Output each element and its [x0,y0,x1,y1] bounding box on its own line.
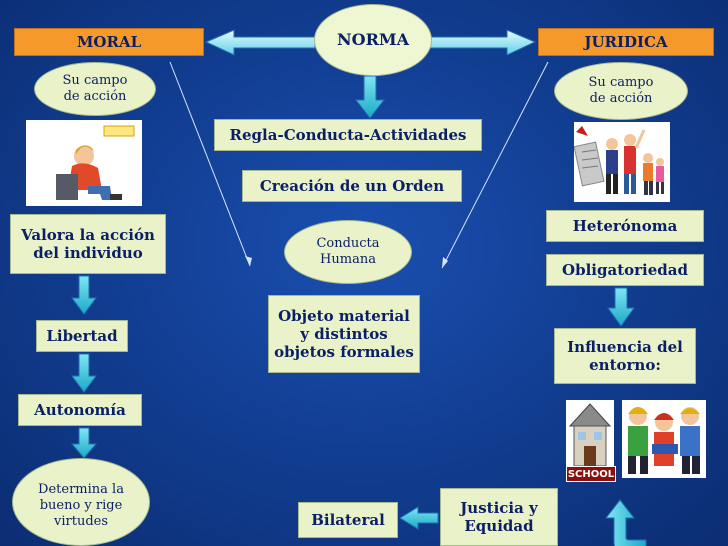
autonomy-box: Autonomía [18,394,142,426]
arrow-norma-down [354,75,386,119]
juridica-scope-oval: Su campo de acción [554,62,688,120]
values-action-box: Valora la acción del individuo [10,214,166,274]
juridica-header: JURIDICA [538,28,714,56]
school-building-image [566,400,614,478]
sad-person-image [26,120,142,206]
virtues-oval: Determina la bueno y rige virtudes [12,458,150,546]
arrow-norma-to-moral [204,29,316,56]
line-moral-arrowhead [245,256,252,266]
arrow-left-3 [70,427,98,459]
arrow-left-1 [71,275,97,315]
rule-box: Regla-Conducta-Actividades [214,119,482,151]
obligation-box: Obligatoriedad [546,254,704,286]
freedom-box: Libertad [36,320,128,352]
line-moral-to-conduct [169,61,251,267]
object-box: Objeto material y distintos objetos form… [268,295,420,373]
arrow-left-2 [71,353,97,393]
moral-header: MORAL [14,28,204,56]
arrow-justice-to-bilateral [399,506,439,530]
heteronomous-box: Heterónoma [546,210,704,242]
order-box: Creación de un Orden [242,170,462,202]
line-juridica-arrowhead [442,257,448,268]
bilateral-box: Bilateral [298,502,398,538]
influence-box: Influencia del entorno: [554,328,696,384]
norma-oval: NORMA [314,4,432,76]
line-juridica-to-conduct [441,61,549,269]
kids-group-image [622,400,706,478]
school-sign: SCHOOL [566,466,616,482]
conduct-oval: Conducta Humana [284,220,412,284]
arrow-norma-to-juridica [425,29,537,56]
arrow-right-1 [607,287,635,327]
arrow-bent-up [604,499,647,546]
family-image [574,122,670,202]
moral-scope-oval: Su campo de acción [34,62,156,116]
justice-box: Justicia y Equidad [440,488,558,546]
